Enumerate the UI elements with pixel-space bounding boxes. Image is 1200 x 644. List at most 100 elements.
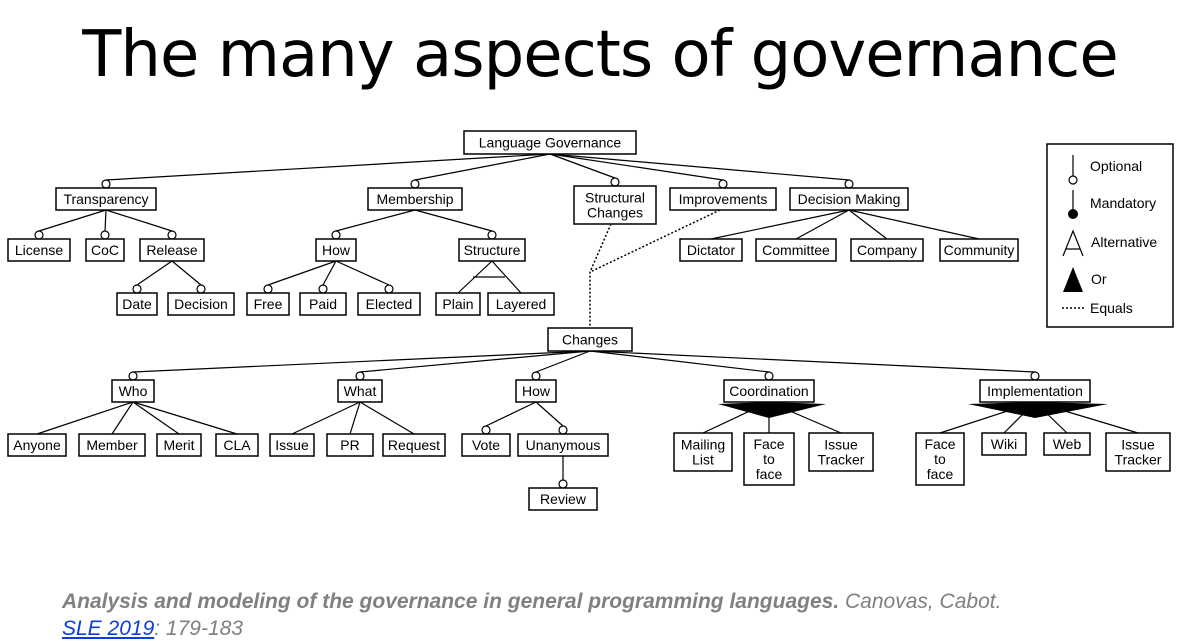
node-im-issue-tracker-label: Tracker xyxy=(1115,452,1162,468)
legend-or: Or xyxy=(1091,271,1107,287)
node-dm-company: Company xyxy=(850,238,924,262)
node-mem-how-label: How xyxy=(322,242,351,258)
node-changes-label: Changes xyxy=(562,332,618,348)
node-who-cla: CLA xyxy=(215,433,259,457)
node-tr-license: License xyxy=(7,238,71,262)
node-co-issue-tracker-label: Issue xyxy=(824,437,858,453)
node-how-elected: Elected xyxy=(357,292,421,316)
node-review: Review xyxy=(528,487,598,511)
node-dm-company-label: Company xyxy=(857,242,917,258)
node-how-paid: Paid xyxy=(299,292,347,316)
node-improvements: Improvements xyxy=(669,187,777,211)
node-ch-what-label: What xyxy=(344,383,377,399)
optional-marker xyxy=(128,371,138,381)
mandatory-icon xyxy=(1068,209,1078,219)
node-root: Language Governance xyxy=(463,130,637,155)
node-dm-committee-label: Committee xyxy=(762,242,830,258)
optional-marker xyxy=(100,230,110,240)
node-mem-structure: Structure xyxy=(458,238,526,262)
or-group-coordination xyxy=(718,402,826,418)
legend-mandatory: Mandatory xyxy=(1090,195,1156,211)
legend: Optional Mandatory Alternative Or Equals xyxy=(1046,143,1174,328)
node-chhow-unanymous: Unanymous xyxy=(517,433,609,457)
node-ch-coordination: Coordination xyxy=(723,379,815,403)
node-co-face-to-face-label: to xyxy=(763,451,775,467)
node-how-paid-label: Paid xyxy=(309,296,337,312)
optional-marker xyxy=(410,179,420,189)
node-mem-how: How xyxy=(315,238,357,262)
node-who-member: Member xyxy=(78,433,146,457)
optional-marker xyxy=(610,177,620,187)
slide-title: The many aspects of governance xyxy=(82,18,1118,92)
node-tr-license-label: License xyxy=(15,242,63,258)
node-decision-making-label: Decision Making xyxy=(798,191,901,207)
node-tr-coc-label: CoC xyxy=(91,242,119,258)
optional-marker xyxy=(1030,371,1040,381)
optional-marker xyxy=(481,425,491,435)
node-co-mailing-list-label: List xyxy=(692,452,714,468)
node-str-plain-label: Plain xyxy=(442,296,473,312)
citation-authors: Canovas, Cabot. xyxy=(845,590,1002,613)
node-im-face-to-face-label: to xyxy=(934,451,946,467)
node-how-free: Free xyxy=(246,292,290,316)
node-what-pr-label: PR xyxy=(340,437,359,453)
node-who-anyone-label: Anyone xyxy=(13,437,61,453)
node-ch-who: Who xyxy=(111,379,155,403)
node-ch-what: What xyxy=(337,379,383,403)
optional-marker xyxy=(132,284,142,294)
legend-optional: Optional xyxy=(1090,158,1142,174)
node-im-web-label: Web xyxy=(1053,436,1082,452)
optional-marker xyxy=(844,179,854,189)
node-im-issue-tracker-label: Issue xyxy=(1121,437,1155,453)
node-membership-label: Membership xyxy=(376,191,453,207)
node-decision-making: Decision Making xyxy=(789,187,909,211)
node-tr-coc: CoC xyxy=(85,238,125,262)
node-how-elected-label: Elected xyxy=(366,296,413,312)
optional-marker xyxy=(34,230,44,240)
node-rel-date-label: Date xyxy=(122,296,152,312)
node-tr-release: Release xyxy=(139,238,205,262)
node-dm-committee: Committee xyxy=(755,238,837,262)
optional-marker xyxy=(196,284,206,294)
node-transparency-label: Transparency xyxy=(63,191,148,207)
optional-marker xyxy=(718,179,728,189)
node-structural-changes-label: Structural xyxy=(585,190,645,206)
node-str-plain: Plain xyxy=(435,292,481,316)
alternative-icon xyxy=(1062,229,1084,257)
node-co-face-to-face-label: face xyxy=(756,466,783,482)
node-dm-dictator: Dictator xyxy=(679,238,743,262)
node-who-merit: Merit xyxy=(156,433,202,457)
node-rel-decision: Decision xyxy=(167,292,235,316)
node-co-face-to-face-label: Face xyxy=(753,436,784,452)
node-transparency: Transparency xyxy=(55,187,157,211)
citation-venue-link[interactable]: SLE 2019 xyxy=(62,617,155,640)
node-what-request: Request xyxy=(382,433,446,457)
node-who-anyone: Anyone xyxy=(7,433,67,457)
node-rel-decision-label: Decision xyxy=(174,296,228,312)
node-mem-structure-label: Structure xyxy=(464,242,521,258)
node-improvements-label: Improvements xyxy=(679,191,768,207)
node-im-face-to-face-label: Face xyxy=(924,436,955,452)
node-ch-implementation: Implementation xyxy=(979,379,1091,403)
node-chhow-unanymous-label: Unanymous xyxy=(526,437,601,453)
node-who-member-label: Member xyxy=(86,437,138,453)
optional-marker xyxy=(558,479,568,489)
node-tr-release-label: Release xyxy=(146,242,198,258)
citation: Analysis and modeling of the governance … xyxy=(62,588,1162,642)
node-ch-implementation-label: Implementation xyxy=(987,383,1083,399)
legend-alternative: Alternative xyxy=(1091,234,1157,250)
node-what-issue: Issue xyxy=(269,433,315,457)
node-ch-coordination-label: Coordination xyxy=(729,383,808,399)
optional-marker xyxy=(167,230,177,240)
node-what-issue-label: Issue xyxy=(275,437,309,453)
optional-icon xyxy=(1068,175,1078,185)
node-review-label: Review xyxy=(540,491,587,507)
equals-link-structural xyxy=(589,223,612,328)
